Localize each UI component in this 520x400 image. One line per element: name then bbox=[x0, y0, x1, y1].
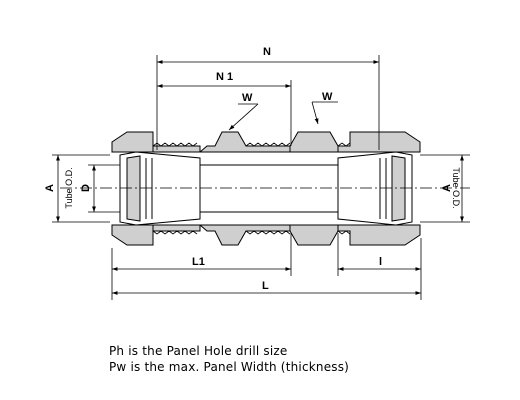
dim-label-L: L bbox=[262, 280, 269, 292]
dim-label-W-right: W bbox=[322, 91, 333, 103]
note-panel-hole: Ph is the Panel Hole drill size bbox=[109, 344, 288, 358]
dim-label-L1: L1 bbox=[192, 256, 205, 268]
dim-label-W-left: W bbox=[242, 92, 253, 104]
dimension-lines bbox=[52, 55, 470, 300]
left-nut-upper bbox=[111, 131, 154, 153]
left-thread-lower bbox=[152, 224, 201, 232]
left-thread-upper bbox=[152, 145, 201, 153]
tube-od-label-right: Tube O.D. bbox=[451, 167, 461, 208]
dim-label-l: l bbox=[379, 256, 382, 268]
fitting-body-lower bbox=[111, 224, 421, 246]
dim-label-N1: N 1 bbox=[216, 71, 233, 83]
body-hex-upper bbox=[198, 131, 291, 153]
note-panel-width: Pw is the max. Panel Width (thickness) bbox=[109, 360, 350, 374]
panel-hex-lower bbox=[289, 224, 339, 246]
dim-label-A-right: A bbox=[441, 184, 453, 192]
right-ferrule bbox=[337, 151, 413, 226]
dim-label-D: D bbox=[80, 184, 92, 192]
right-nut-lower bbox=[337, 224, 421, 246]
tube-bore bbox=[199, 164, 339, 213]
dim-label-N: N bbox=[263, 46, 271, 58]
fitting-body bbox=[111, 131, 421, 153]
thread-marks bbox=[152, 142, 351, 235]
panel-hex-upper bbox=[289, 131, 339, 153]
dim-label-A-left: A bbox=[44, 184, 56, 192]
tube-od-label-left: Tube O.D. bbox=[64, 167, 74, 208]
left-nut-lower bbox=[111, 224, 154, 246]
body-hex-lower bbox=[198, 224, 291, 246]
left-ferrule bbox=[119, 151, 201, 226]
